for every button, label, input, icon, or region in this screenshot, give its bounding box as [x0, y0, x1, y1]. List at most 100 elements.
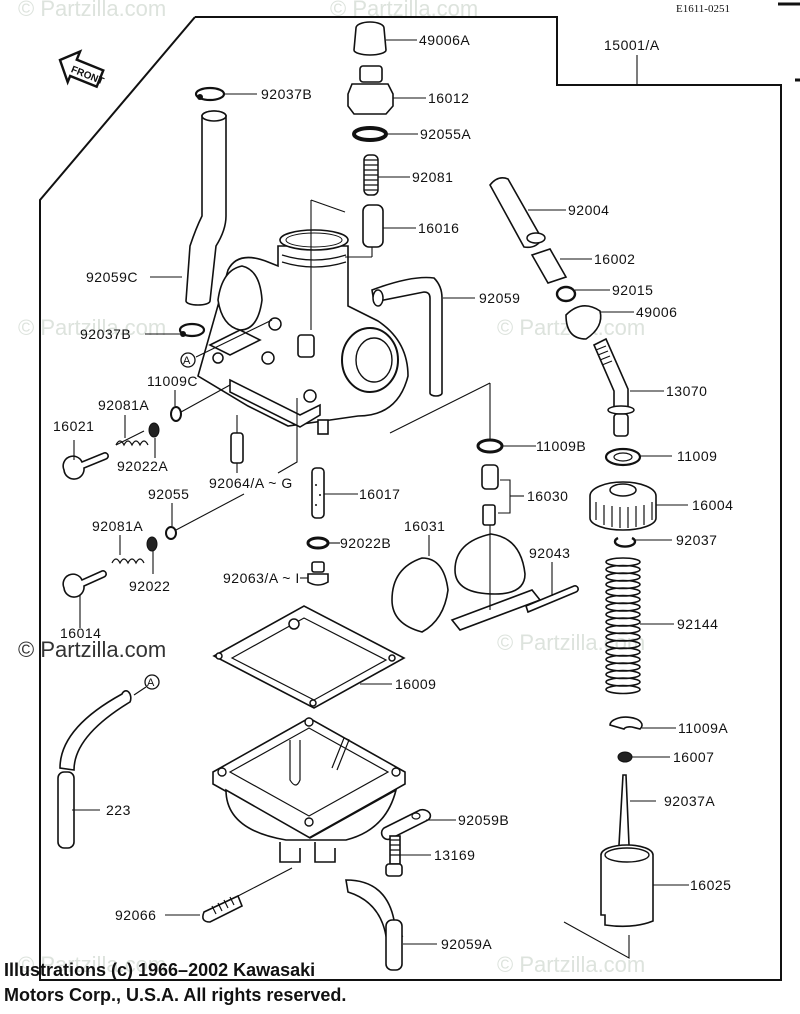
part-92037B-top[interactable]: 92037B	[194, 86, 312, 102]
part-16009[interactable]: 92037A	[618, 774, 715, 857]
watermark: © Partzilla.com	[497, 952, 645, 977]
reference-marker-a: A	[133, 674, 160, 696]
svg-text:16007: 16007	[673, 749, 714, 765]
svg-text:16004: 16004	[692, 497, 733, 513]
part-92081A[interactable]: 92081A	[92, 518, 145, 565]
part-16031[interactable]: 16031	[391, 518, 542, 633]
svg-text:A: A	[183, 355, 191, 367]
part-16007[interactable]: 11009A	[609, 716, 728, 736]
svg-text:92063/A ~ I: 92063/A ~ I	[223, 570, 300, 586]
svg-text:92037A: 92037A	[664, 793, 715, 809]
svg-text:92055: 92055	[148, 486, 189, 502]
float-bowl	[212, 717, 406, 863]
part-92059C[interactable]: 92059C	[86, 110, 227, 306]
svg-text:16002: 16002	[594, 251, 635, 267]
part-92015[interactable]: 92015	[555, 282, 653, 303]
svg-text:92081A: 92081A	[92, 518, 143, 534]
part-16004[interactable]: 16004	[589, 481, 733, 531]
svg-text:92037: 92037	[676, 532, 717, 548]
svg-text:16021: 16021	[53, 418, 94, 434]
part-92081[interactable]: 92081	[363, 154, 453, 196]
part-11009C[interactable]: 11009C	[147, 373, 231, 422]
reference-marker-a: A	[180, 319, 273, 368]
part-16012[interactable]: 16012	[347, 65, 469, 115]
svg-text:16016: 16016	[418, 220, 459, 236]
svg-text:92059B: 92059B	[458, 812, 509, 828]
part-92059[interactable]: 92059	[371, 276, 520, 397]
copyright-line-2: Motors Corp., U.S.A. All rights reserved…	[4, 985, 347, 1005]
diagram-code: E1611-0251	[676, 3, 730, 15]
assembly-frame	[39, 16, 782, 981]
svg-text:16012: 16012	[428, 90, 469, 106]
svg-text:A: A	[147, 677, 155, 689]
front-arrow-icon: FRONT	[58, 49, 105, 89]
carburetor-body	[197, 199, 409, 435]
svg-text:92059A: 92059A	[441, 936, 492, 952]
watermark: © Partzilla.com	[330, 0, 478, 21]
part-49006A[interactable]: 49006A	[353, 21, 470, 56]
svg-text:92015: 92015	[612, 282, 653, 298]
svg-text:92059C: 92059C	[86, 269, 138, 285]
svg-text:16030: 16030	[527, 488, 568, 504]
svg-text:92055A: 92055A	[420, 126, 471, 142]
svg-text:92022A: 92022A	[117, 458, 168, 474]
svg-text:92037B: 92037B	[261, 86, 312, 102]
svg-text:49006A: 49006A	[419, 32, 470, 48]
part-16030[interactable]: 16030	[481, 464, 568, 526]
part-11009[interactable]: 11009	[604, 447, 717, 467]
part-16016[interactable]: 16016	[362, 204, 459, 248]
part-92059A[interactable]: 92059A	[345, 879, 492, 971]
svg-text:16025: 16025	[690, 877, 731, 893]
part-223[interactable]: 13169	[385, 835, 475, 877]
part-92037[interactable]: 92037	[613, 532, 717, 548]
part-11009A[interactable]: 16009	[212, 605, 436, 709]
part-16021[interactable]: 16021	[53, 418, 109, 480]
part-92081A-top[interactable]: 92081A	[98, 397, 149, 447]
part-92066[interactable]: 92066	[115, 867, 293, 923]
part-16014[interactable]: 16014	[60, 570, 107, 641]
part-92022A[interactable]: 92022A	[117, 422, 168, 474]
svg-text:92004: 92004	[568, 202, 609, 218]
part-11009B[interactable]: 11009B	[476, 438, 586, 454]
part-92022[interactable]: 92022	[129, 536, 170, 594]
watermark: © Partzilla.com	[18, 637, 166, 662]
svg-text:92064/A ~ G: 92064/A ~ G	[209, 475, 293, 491]
part-92059B[interactable]: 223	[57, 690, 132, 849]
part-92004[interactable]: 92004	[489, 177, 609, 249]
part-13070[interactable]: 13070	[592, 337, 707, 437]
svg-text:92144: 92144	[677, 616, 718, 632]
svg-text:13070: 13070	[666, 383, 707, 399]
part-92144[interactable]: 92144	[605, 557, 718, 695]
svg-text:16014: 16014	[60, 625, 101, 641]
svg-text:16031: 16031	[404, 518, 445, 534]
assembly-label: 15001/A	[604, 37, 660, 53]
svg-text:92022: 92022	[129, 578, 170, 594]
svg-text:11009C: 11009C	[147, 373, 198, 389]
part-16025[interactable]: 16025	[563, 844, 731, 959]
copyright-line-1: Illustrations (c) 1966–2002 Kawasaki	[4, 960, 316, 980]
part-92064[interactable]: 92064/A ~ G	[209, 398, 298, 491]
part-16017[interactable]: 16017	[311, 467, 400, 519]
svg-text:92066: 92066	[115, 907, 156, 923]
svg-text:223: 223	[106, 802, 131, 818]
watermark: © Partzilla.com	[18, 315, 166, 340]
svg-text:92037B: 92037B	[80, 326, 131, 342]
svg-text:13169: 13169	[434, 847, 475, 863]
part-92063[interactable]: 92063/A ~ I	[223, 561, 329, 586]
svg-text:92022B: 92022B	[340, 535, 391, 551]
part-92037B[interactable]: 92037B	[80, 322, 206, 342]
part-92043[interactable]: 92043	[525, 545, 579, 614]
svg-text:11009: 11009	[677, 448, 717, 464]
part-13169[interactable]: 92059B	[380, 808, 510, 841]
part-92055[interactable]: 92055	[148, 486, 245, 540]
watermark: © Partzilla.com	[18, 0, 166, 21]
svg-text:16009: 16009	[395, 676, 436, 692]
part-49006[interactable]: 49006	[565, 304, 677, 340]
part-92037A[interactable]: 16007	[617, 749, 714, 765]
svg-text:92043: 92043	[529, 545, 570, 561]
part-92055A[interactable]: 92055A	[352, 126, 471, 142]
svg-text:11009A: 11009A	[678, 720, 728, 736]
part-16002[interactable]: 16002	[530, 248, 635, 284]
part-92022B[interactable]: 92022B	[306, 535, 391, 551]
